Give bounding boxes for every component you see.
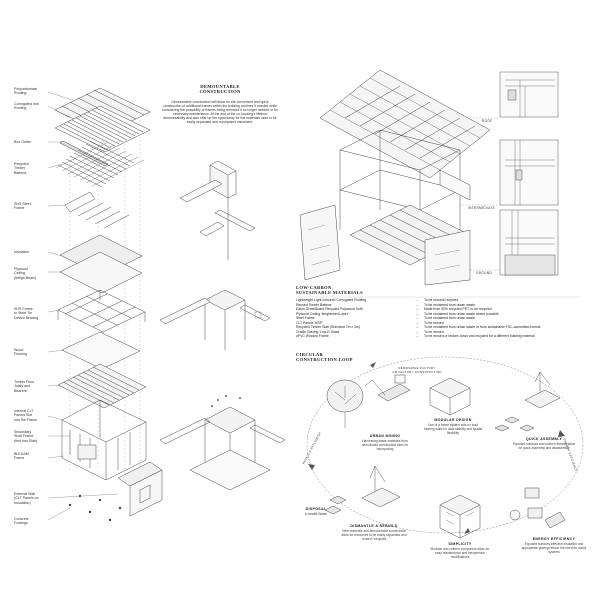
layer-shs-roof-frame [64, 191, 130, 229]
node-dismantle-text: View materials and demountable construct… [341, 529, 407, 541]
circular-title: CIRCULAR CONSTRUCTION LOOP [296, 352, 353, 363]
node-modular-design-title: MODULAR DESIGN [434, 418, 472, 422]
arc-top-label: REMOVABLE FACTORY OR FACTORY CONSTRUCTIO… [392, 366, 442, 374]
layer-corrugated-roofing [54, 105, 151, 153]
material-row: Eaton GreenBoard Recycled Polywood Sofit… [296, 307, 492, 311]
node-energy-efficiency-text: Exposed surfaces effective insulation an… [521, 542, 587, 554]
label-external-wall: External Wall (CLT Panels on Insulation) [14, 492, 39, 505]
layer-shs-frame-bracing [57, 289, 146, 342]
tree-illustration [326, 379, 364, 428]
insulation-illustration [509, 487, 566, 529]
circular-loop [306, 356, 584, 539]
node-disposal-text: to landfill Waste [304, 512, 328, 516]
node-quick-assembly-title: QUICK ASSEMBLY [525, 437, 563, 441]
layer-timber-battens [55, 140, 145, 188]
layer-timber-joists [57, 363, 147, 409]
label-box-gutter: Box Gutter [14, 140, 32, 144]
tag-leaders [460, 117, 500, 271]
node-modular-design-text: Use of a frame system with no load beari… [423, 423, 483, 435]
material-row: Cradle Glazing 'Low-E Glass'→To be reuse… [296, 329, 444, 334]
building-isometric [299, 69, 491, 286]
material-row: uPVC Window Frame→To be reused or broken… [296, 334, 535, 338]
label-timber-battens: Recycled Timber Battens [14, 162, 29, 175]
section-details [499, 71, 559, 276]
joint-detail-2 [159, 289, 271, 350]
label-wood-flooring: Wood Flooring [14, 348, 27, 357]
tag-roof: ROOF [482, 119, 493, 123]
material-row: Reused Timber Battens→To be reclaimed fr… [296, 302, 476, 307]
label-secondary-frame: Secondary Shell Frame (tied into Slab) [14, 430, 38, 443]
node-disposal-title: DISPOSAL [305, 507, 327, 511]
demountable-title: DEMOUNTABLE CONSTRUCTION [199, 84, 241, 95]
demountable-text: Demountable construction will allow for … [162, 100, 278, 125]
modular-frame-illustration [429, 377, 471, 416]
label-shs-steel-frame: SHS Steel Frame [14, 202, 31, 211]
label-concrete-footings: Concrete Footings [14, 517, 29, 526]
label-plywood-ceiling: Plywood Ceiling (Ifeligh Beam) [14, 267, 37, 280]
simplicity-illustration [439, 494, 481, 539]
label-polycarbonate-roofing: Polycarbonate Roofing [14, 87, 37, 96]
low-carbon-title: LOW-CARBON, SUSTAINABLE MATERIALS [296, 285, 364, 296]
label-bleuam-frame: BLEUAM Frame [14, 452, 29, 461]
material-row: CLT Panels 'NSP'→To be reused [296, 320, 444, 325]
joint-detail-1 [179, 160, 256, 260]
node-energy-efficiency-title: ENERGY EFFICIENCY [532, 537, 576, 541]
material-row: Lightweight Light coloured Corrugated Ro… [296, 298, 459, 302]
material-row: Steel Frame→To be reclaimed from urban w… [296, 316, 476, 320]
layer-wood-flooring [61, 331, 141, 370]
label-insulation: Insulation [14, 250, 30, 254]
crane-illustration [494, 371, 561, 432]
dismantle-illustration [324, 465, 401, 515]
label-internal-clt: Internal CLT Panels Slot into the Frame [14, 409, 38, 422]
node-urban-mining-title: URBAN MINING [369, 434, 401, 438]
node-dismantle-title: DISMANTLE & REBUILD [350, 524, 398, 528]
layer-plywood-ceiling [59, 251, 143, 294]
material-row: Plywood Ceiling 'lenghtened Layer'→To be… [296, 311, 499, 316]
excavator-illustration [364, 374, 411, 402]
node-simplicity-title: SIMPLICITY [448, 542, 472, 546]
label-shs-frame-bracing: SHS Frame to Steel Tie Device Bracing [14, 307, 39, 320]
joint-detail-3 [159, 395, 286, 491]
layer-concrete-footings [68, 494, 122, 522]
layer-frame-assembly [61, 399, 147, 481]
tag-intermediate: INTERMEDIATE [468, 206, 496, 210]
node-quick-assembly-text: Exposed surfaces and uniform fixtures al… [512, 442, 576, 450]
leader-lines [47, 91, 119, 521]
tag-ground: GROUND [476, 271, 492, 275]
node-simplicity-text: Modular and uniform component allow for … [430, 547, 490, 559]
layer-external-wall [117, 461, 163, 517]
label-timber-joists: Timber Floor Joists and Bearers [14, 380, 35, 393]
label-corrugated-roofing: Corrugated Iron Roofing [14, 102, 40, 111]
material-row: Recycled Timber Slab (Standard 7m x 3m)→… [296, 325, 541, 329]
node-urban-mining-text: Harvesting waste materials from demolish… [361, 439, 409, 451]
